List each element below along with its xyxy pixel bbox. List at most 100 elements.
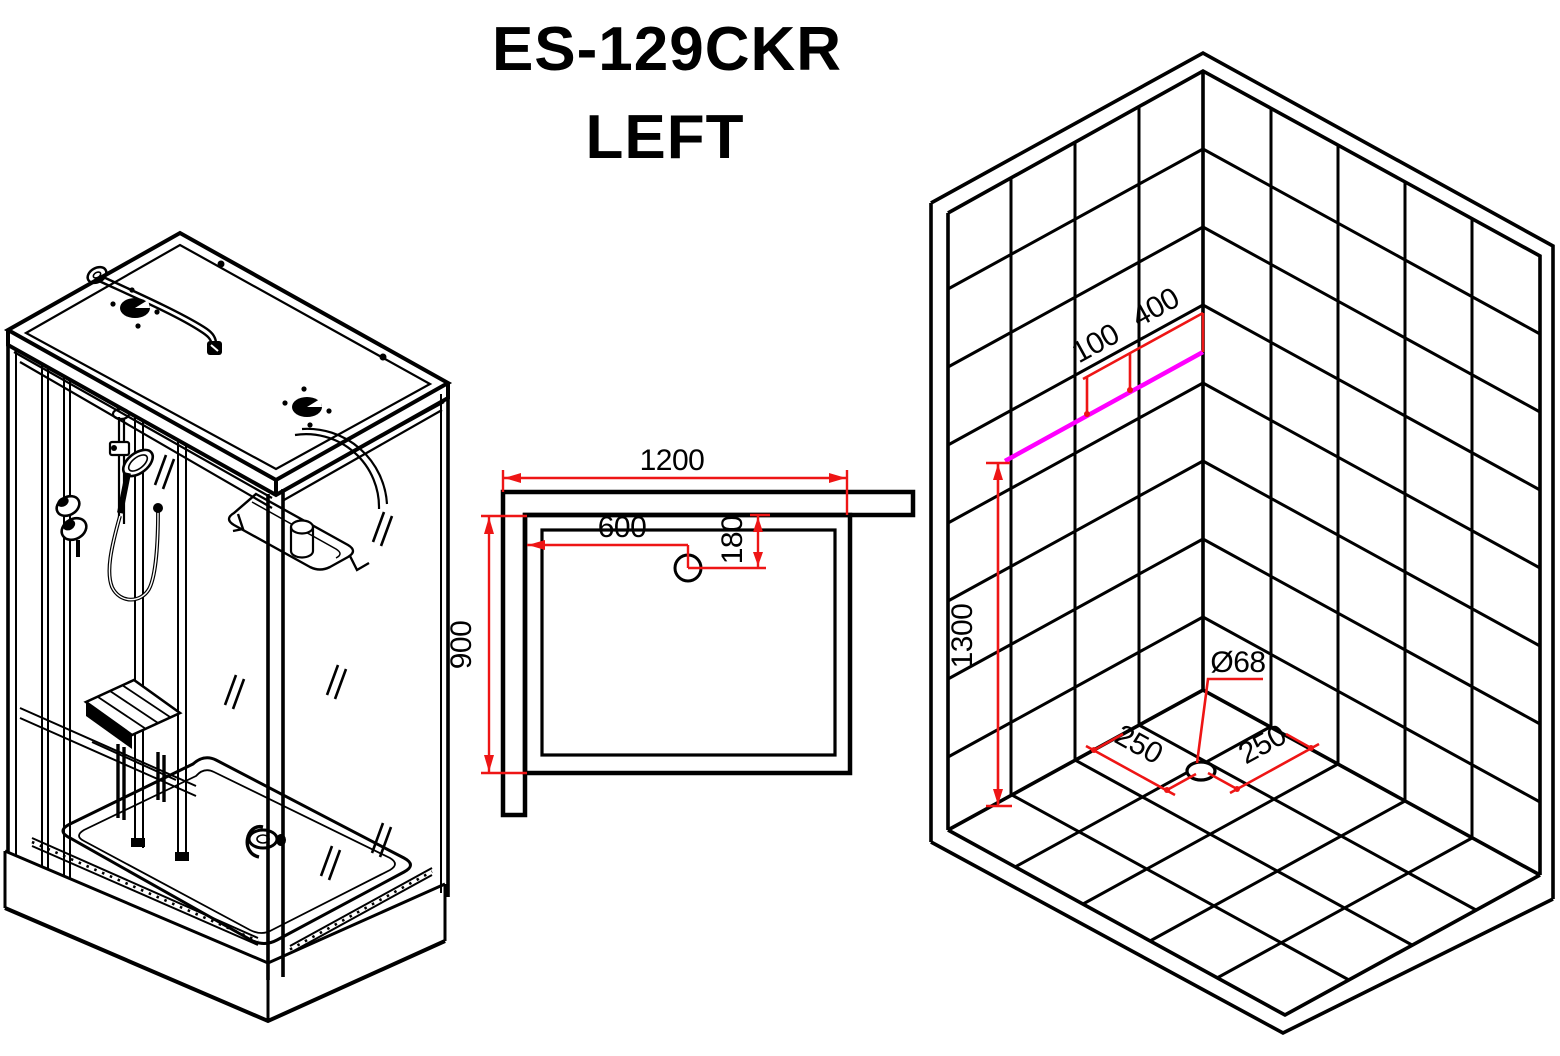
fixture-notch (307, 399, 322, 407)
floor-drain-callout: Ø68 (1185, 646, 1266, 782)
hand-shower-head (121, 448, 155, 478)
screw-dot (301, 386, 307, 392)
cabin-main-posts (6, 345, 450, 980)
dim-line-250-right (1207, 732, 1320, 795)
plan-dim-drain-y: 180 (688, 513, 770, 570)
shower-tray (61, 756, 412, 945)
dim-line-100-400 (1082, 311, 1205, 416)
dim-end (1164, 787, 1170, 793)
cabin-plinth (3, 837, 447, 1024)
fixture-notch (135, 300, 150, 308)
dim-line-900 (481, 514, 527, 775)
hand-shower-face (127, 454, 149, 472)
measure-point (1084, 411, 1090, 417)
dim-end (1308, 745, 1314, 751)
plinth-corner-edges (3, 851, 447, 1021)
dim-end (1091, 747, 1097, 753)
handle-flange-center (92, 271, 102, 279)
floor-dim-right: 250 (1207, 719, 1320, 795)
dim-label-1200: 1200 (640, 444, 705, 477)
shower-column (107, 407, 163, 602)
plan-dim-depth: 900 (445, 514, 527, 775)
dim-line-1300 (986, 461, 1012, 808)
right-wall-tile-rows (1202, 147, 1541, 804)
interior-back-rails (19, 707, 197, 797)
seat-side (86, 702, 132, 749)
dim-line-250-left (1085, 732, 1197, 797)
wall-floor-junction (947, 687, 1541, 877)
cabin-frame-posts (15, 349, 442, 893)
dim-label-180: 180 (716, 516, 749, 565)
arrow-top (753, 517, 763, 532)
door-knob (276, 834, 286, 846)
tray-inner-rim (78, 769, 396, 934)
seat-top (83, 678, 183, 737)
dim-label-400: 400 (1126, 282, 1184, 334)
slider-knob (111, 445, 117, 451)
top-fixture-right (282, 386, 332, 428)
seal-strip-lines (31, 837, 433, 954)
valve-cap-lower (62, 519, 76, 531)
floor-border (930, 828, 1554, 1036)
dim-end (1234, 786, 1240, 792)
dim-label-600: 600 (598, 511, 647, 544)
seat-legs (116, 744, 166, 820)
measure-point (1127, 387, 1133, 393)
screw-dot (154, 309, 160, 315)
screw-dot (326, 408, 332, 414)
arrow-left (528, 540, 545, 550)
cabin-under-slab-rails (13, 351, 445, 509)
top-fixture-left (110, 287, 160, 329)
screw-dot (282, 400, 288, 406)
cabin-top-handle (86, 265, 222, 355)
cup-top (289, 519, 315, 535)
walls-outer-outline (929, 50, 1555, 899)
arrow-top (993, 464, 1003, 480)
faucet-valves (55, 494, 88, 557)
handle-tube-bottom (98, 279, 214, 346)
wall-tile-verticals (1009, 106, 1474, 838)
shelf-brackets (232, 513, 370, 572)
top-edge-tab (379, 353, 387, 361)
plan-tray-outer (522, 512, 853, 776)
valve-knob-upper (55, 494, 81, 518)
tray-outer-rim (61, 756, 412, 945)
glass-corner-arc (294, 427, 389, 510)
arrow-top (484, 517, 494, 534)
hose-connector (153, 503, 163, 513)
shower-hose-core (108, 511, 159, 601)
dim-label-900: 900 (445, 621, 478, 670)
floor-dim-left: 250 (1085, 719, 1197, 797)
left-wall-tile-rows (947, 147, 1204, 759)
arrow-bottom (484, 755, 494, 772)
glass-hatch-marks (153, 454, 394, 881)
post-foot (131, 838, 145, 847)
valve-knob-lower (60, 516, 88, 542)
floor-tile-lines (1011, 723, 1477, 982)
wall-dim-height: 1300 (946, 461, 1012, 808)
shelf-inner-line (251, 501, 341, 559)
seat-brace (91, 741, 177, 781)
screw-dot (135, 323, 141, 329)
shelf-outline (227, 492, 355, 571)
folding-seat (83, 678, 183, 820)
valve-cap-upper (57, 497, 69, 507)
arrow-bottom (753, 552, 763, 566)
cabin-top-thickness (6, 330, 450, 498)
handle-clamp-highlight (210, 344, 219, 352)
hand-shower-grip (117, 472, 131, 514)
plan-dim-drain-x: 600 (527, 511, 690, 568)
arrow-left (504, 473, 521, 483)
seat-slats (97, 684, 171, 730)
screw-dot (129, 287, 135, 293)
dim-label-1300: 1300 (946, 604, 979, 669)
tray-drain-center (256, 834, 270, 844)
drain-leader-line (1195, 677, 1263, 764)
screw-dot (110, 301, 116, 307)
rail-top-mount (111, 407, 131, 421)
grab-bar-reference-line (1003, 350, 1205, 463)
cabin-isometric-view (3, 230, 453, 1024)
screw-dot (307, 422, 313, 428)
